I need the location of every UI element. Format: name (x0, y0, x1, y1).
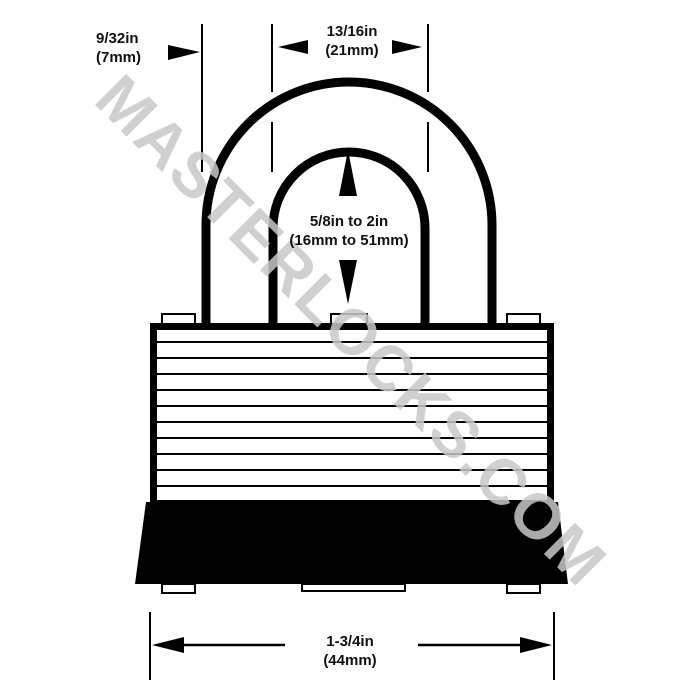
shackle-inner-width-label: 13/16in (21mm) (302, 22, 402, 60)
dimension-lines (149, 24, 555, 680)
lock-body (135, 323, 568, 584)
shackle-diameter-metric: (7mm) (96, 49, 142, 66)
shackle-clearance-imperial: 5/8in to 2in (309, 213, 389, 230)
arrow-down-icon (339, 260, 357, 304)
body-width-label: 1-3/4in (44mm) (300, 632, 400, 670)
top-tabs (161, 313, 541, 327)
shackle-diameter-imperial: 9/32in (96, 30, 139, 47)
bumper-base (135, 502, 568, 584)
arrow-left-icon (152, 637, 184, 653)
shackle-inner-width-imperial: 13/16in (326, 23, 378, 40)
shackle-clearance-label: 5/8in to 2in (16mm to 51mm) (268, 212, 430, 250)
arrowheads (152, 40, 552, 653)
arrow-right-icon (392, 40, 422, 54)
arrow-left-icon (278, 40, 308, 54)
bottom-tabs (161, 583, 541, 594)
body-width-metric: (44mm) (323, 652, 377, 669)
arrow-right-icon (168, 45, 200, 60)
arrow-up-icon (339, 150, 357, 196)
arrow-right-icon (520, 637, 552, 653)
body-width-imperial: 1-3/4in (326, 633, 374, 650)
shackle-diameter-label: 9/32in (7mm) (96, 29, 141, 67)
shackle-clearance-metric: (16mm to 51mm) (289, 232, 409, 249)
shackle-inner-width-metric: (21mm) (325, 42, 379, 59)
